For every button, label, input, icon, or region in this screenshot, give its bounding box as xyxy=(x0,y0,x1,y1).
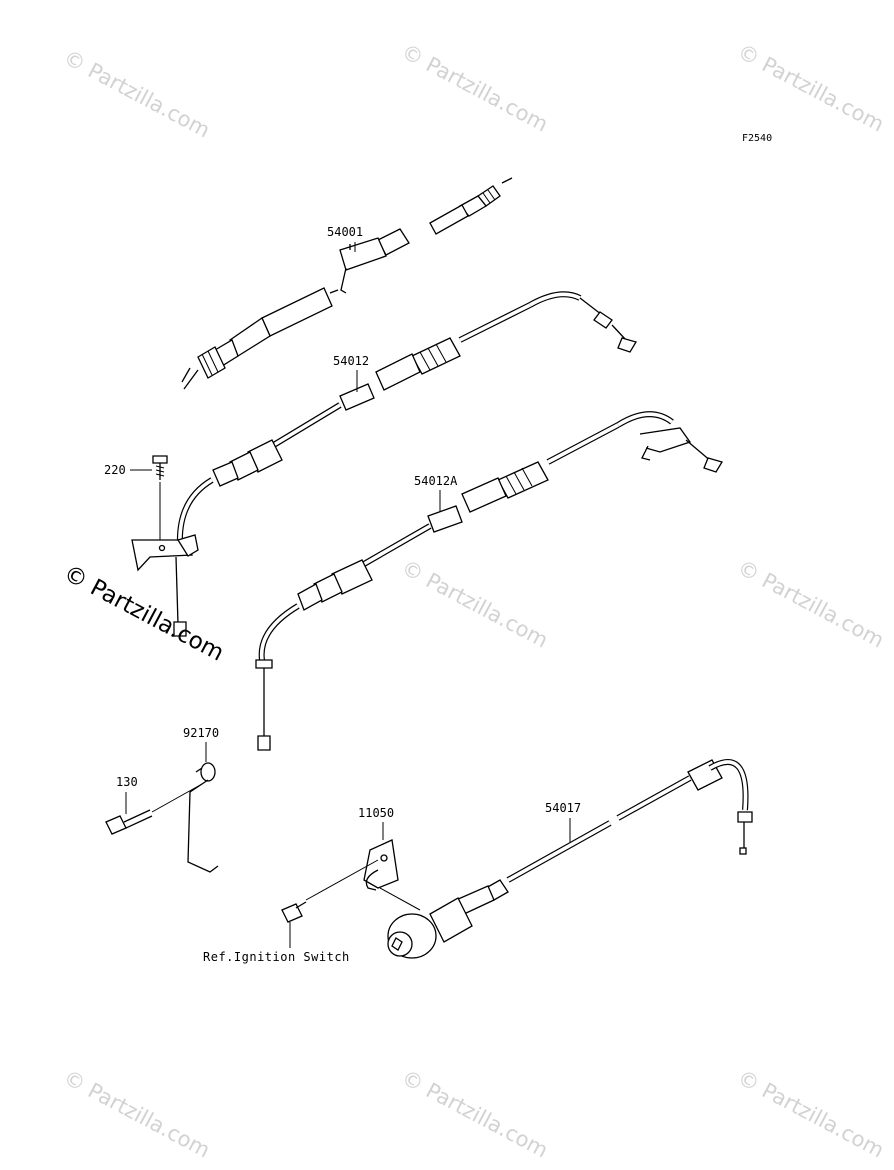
label-130: 130 xyxy=(116,775,138,789)
part-92170-bracket[interactable] xyxy=(187,762,219,873)
label-54012a: 54012A xyxy=(414,474,458,488)
part-ignition-switch-bolt[interactable] xyxy=(281,901,307,948)
part-11050-bracket[interactable] xyxy=(305,839,421,911)
watermark: © Partzilla.com xyxy=(398,555,552,652)
part-54017-choke-cable[interactable] xyxy=(387,759,753,959)
watermark: © Partzilla.com xyxy=(734,555,888,652)
part-220-screw[interactable] xyxy=(152,455,168,540)
label-54001: 54001 xyxy=(327,225,363,239)
watermark: © Partzilla.com xyxy=(60,1065,214,1162)
label-220: 220 xyxy=(104,463,126,477)
part-54012-throttle-cable[interactable] xyxy=(131,291,637,637)
watermark: © Partzilla.com xyxy=(60,45,214,142)
label-54017: 54017 xyxy=(545,801,581,815)
watermark: © Partzilla.com xyxy=(398,1065,552,1162)
label-92170: 92170 xyxy=(183,726,219,740)
watermark: © Partzilla.com xyxy=(398,39,552,136)
watermark-bold: © Partzilla.com xyxy=(59,560,228,666)
watermark: © Partzilla.com xyxy=(734,1065,888,1162)
part-54012a-throttle-cable[interactable] xyxy=(255,411,723,751)
diagram-code: F2540 xyxy=(742,133,772,144)
reference-ignition-switch: Ref.Ignition Switch xyxy=(203,950,350,964)
label-54012: 54012 xyxy=(333,354,369,368)
label-11050: 11050 xyxy=(358,806,394,820)
part-54001-speedometer-cable[interactable] xyxy=(181,177,513,390)
watermark: © Partzilla.com xyxy=(734,39,888,136)
part-130-bolt[interactable] xyxy=(105,783,203,835)
